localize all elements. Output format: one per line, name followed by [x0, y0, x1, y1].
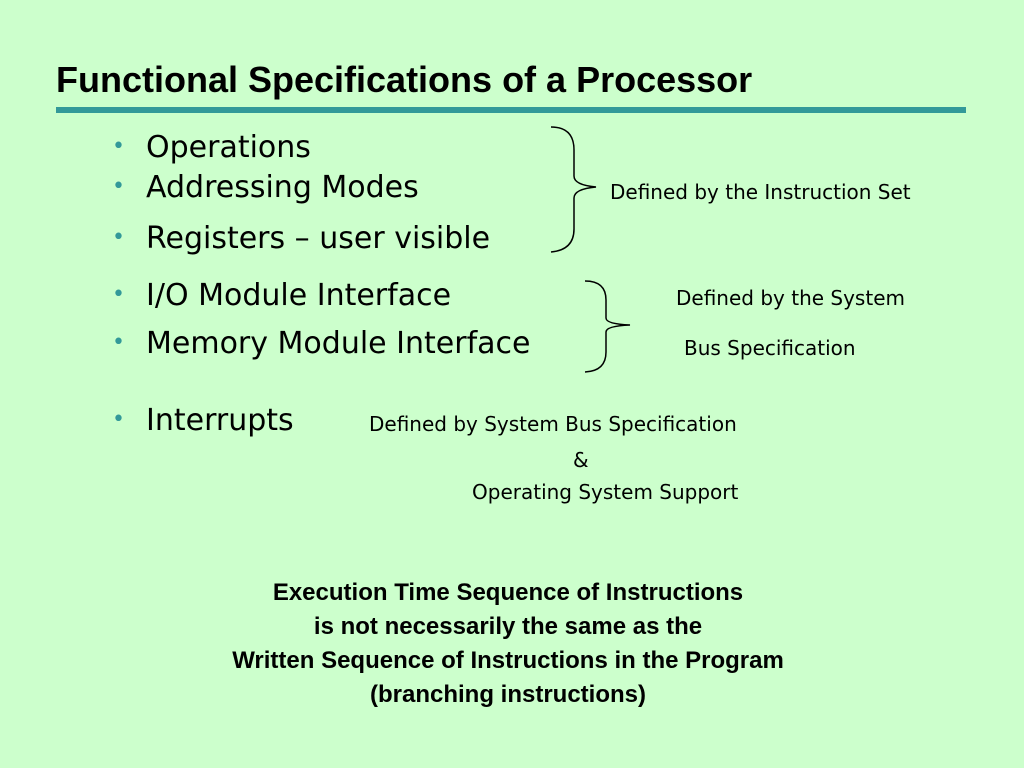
bullet-dot: • [112, 407, 125, 432]
bullet-label: Addressing Modes [146, 170, 419, 205]
bullet-interrupts: • Interrupts [112, 402, 294, 439]
bullet-dot: • [112, 225, 125, 250]
note-system-line1: Defined by the System [676, 286, 905, 310]
title-rule [56, 107, 966, 113]
bullet-io-module: • I/O Module Interface [112, 277, 451, 314]
bullet-label: Memory Module Interface [146, 326, 531, 361]
note-interrupts-amp: & [573, 448, 589, 472]
bottom-line-1: Execution Time Sequence of Instructions [272, 579, 744, 606]
bullet-registers: • Registers – user visible [112, 220, 490, 257]
slide-title: Functional Specifications of a Processor [56, 59, 753, 100]
bullet-operations: • Operations [112, 129, 311, 166]
bullet-addressing-modes: • Addressing Modes [112, 169, 419, 206]
bullet-dot: • [112, 330, 125, 355]
brace-system-bus [584, 280, 631, 373]
brace-instruction-set [550, 126, 597, 253]
bullet-label: Registers – user visible [146, 221, 491, 256]
bottom-line-4: (branching instructions) [370, 681, 646, 708]
bottom-line-2: is not necessarily the same as the [313, 613, 703, 640]
note-system-line2: Bus Specification [684, 336, 856, 360]
bullet-dot: • [112, 134, 125, 159]
bullet-memory-module: • Memory Module Interface [112, 325, 530, 362]
bullet-dot: • [112, 282, 125, 307]
note-interrupts-line1: Defined by System Bus Specification [369, 412, 737, 436]
bullet-label: Operations [146, 130, 311, 165]
note-interrupts-line2: Operating System Support [472, 480, 739, 504]
bullet-label: Interrupts [146, 403, 294, 438]
bottom-line-3: Written Sequence of Instructions in the … [232, 647, 784, 674]
note-instruction-set: Defined by the Instruction Set [610, 180, 911, 204]
bullet-label: I/O Module Interface [146, 278, 452, 313]
bullet-dot: • [112, 174, 125, 199]
